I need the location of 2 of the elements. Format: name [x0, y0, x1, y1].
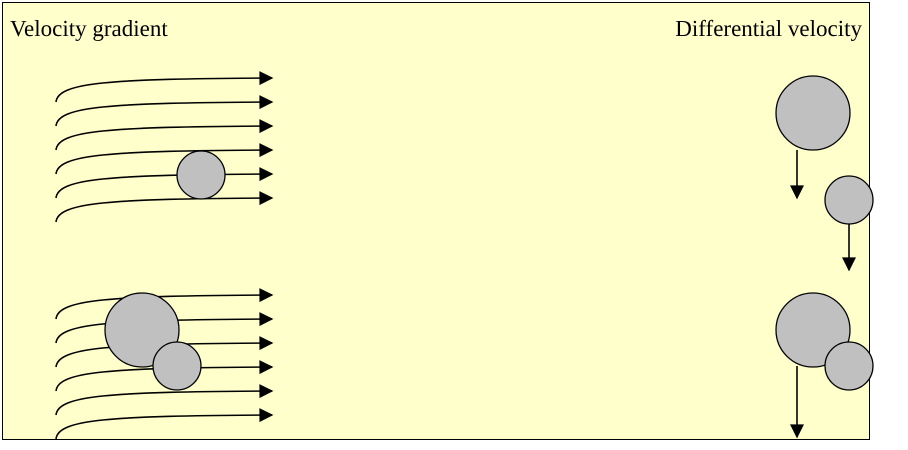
panel-heading: Velocity gradient — [10, 16, 168, 42]
panel-heading: Differential velocity — [675, 16, 862, 42]
